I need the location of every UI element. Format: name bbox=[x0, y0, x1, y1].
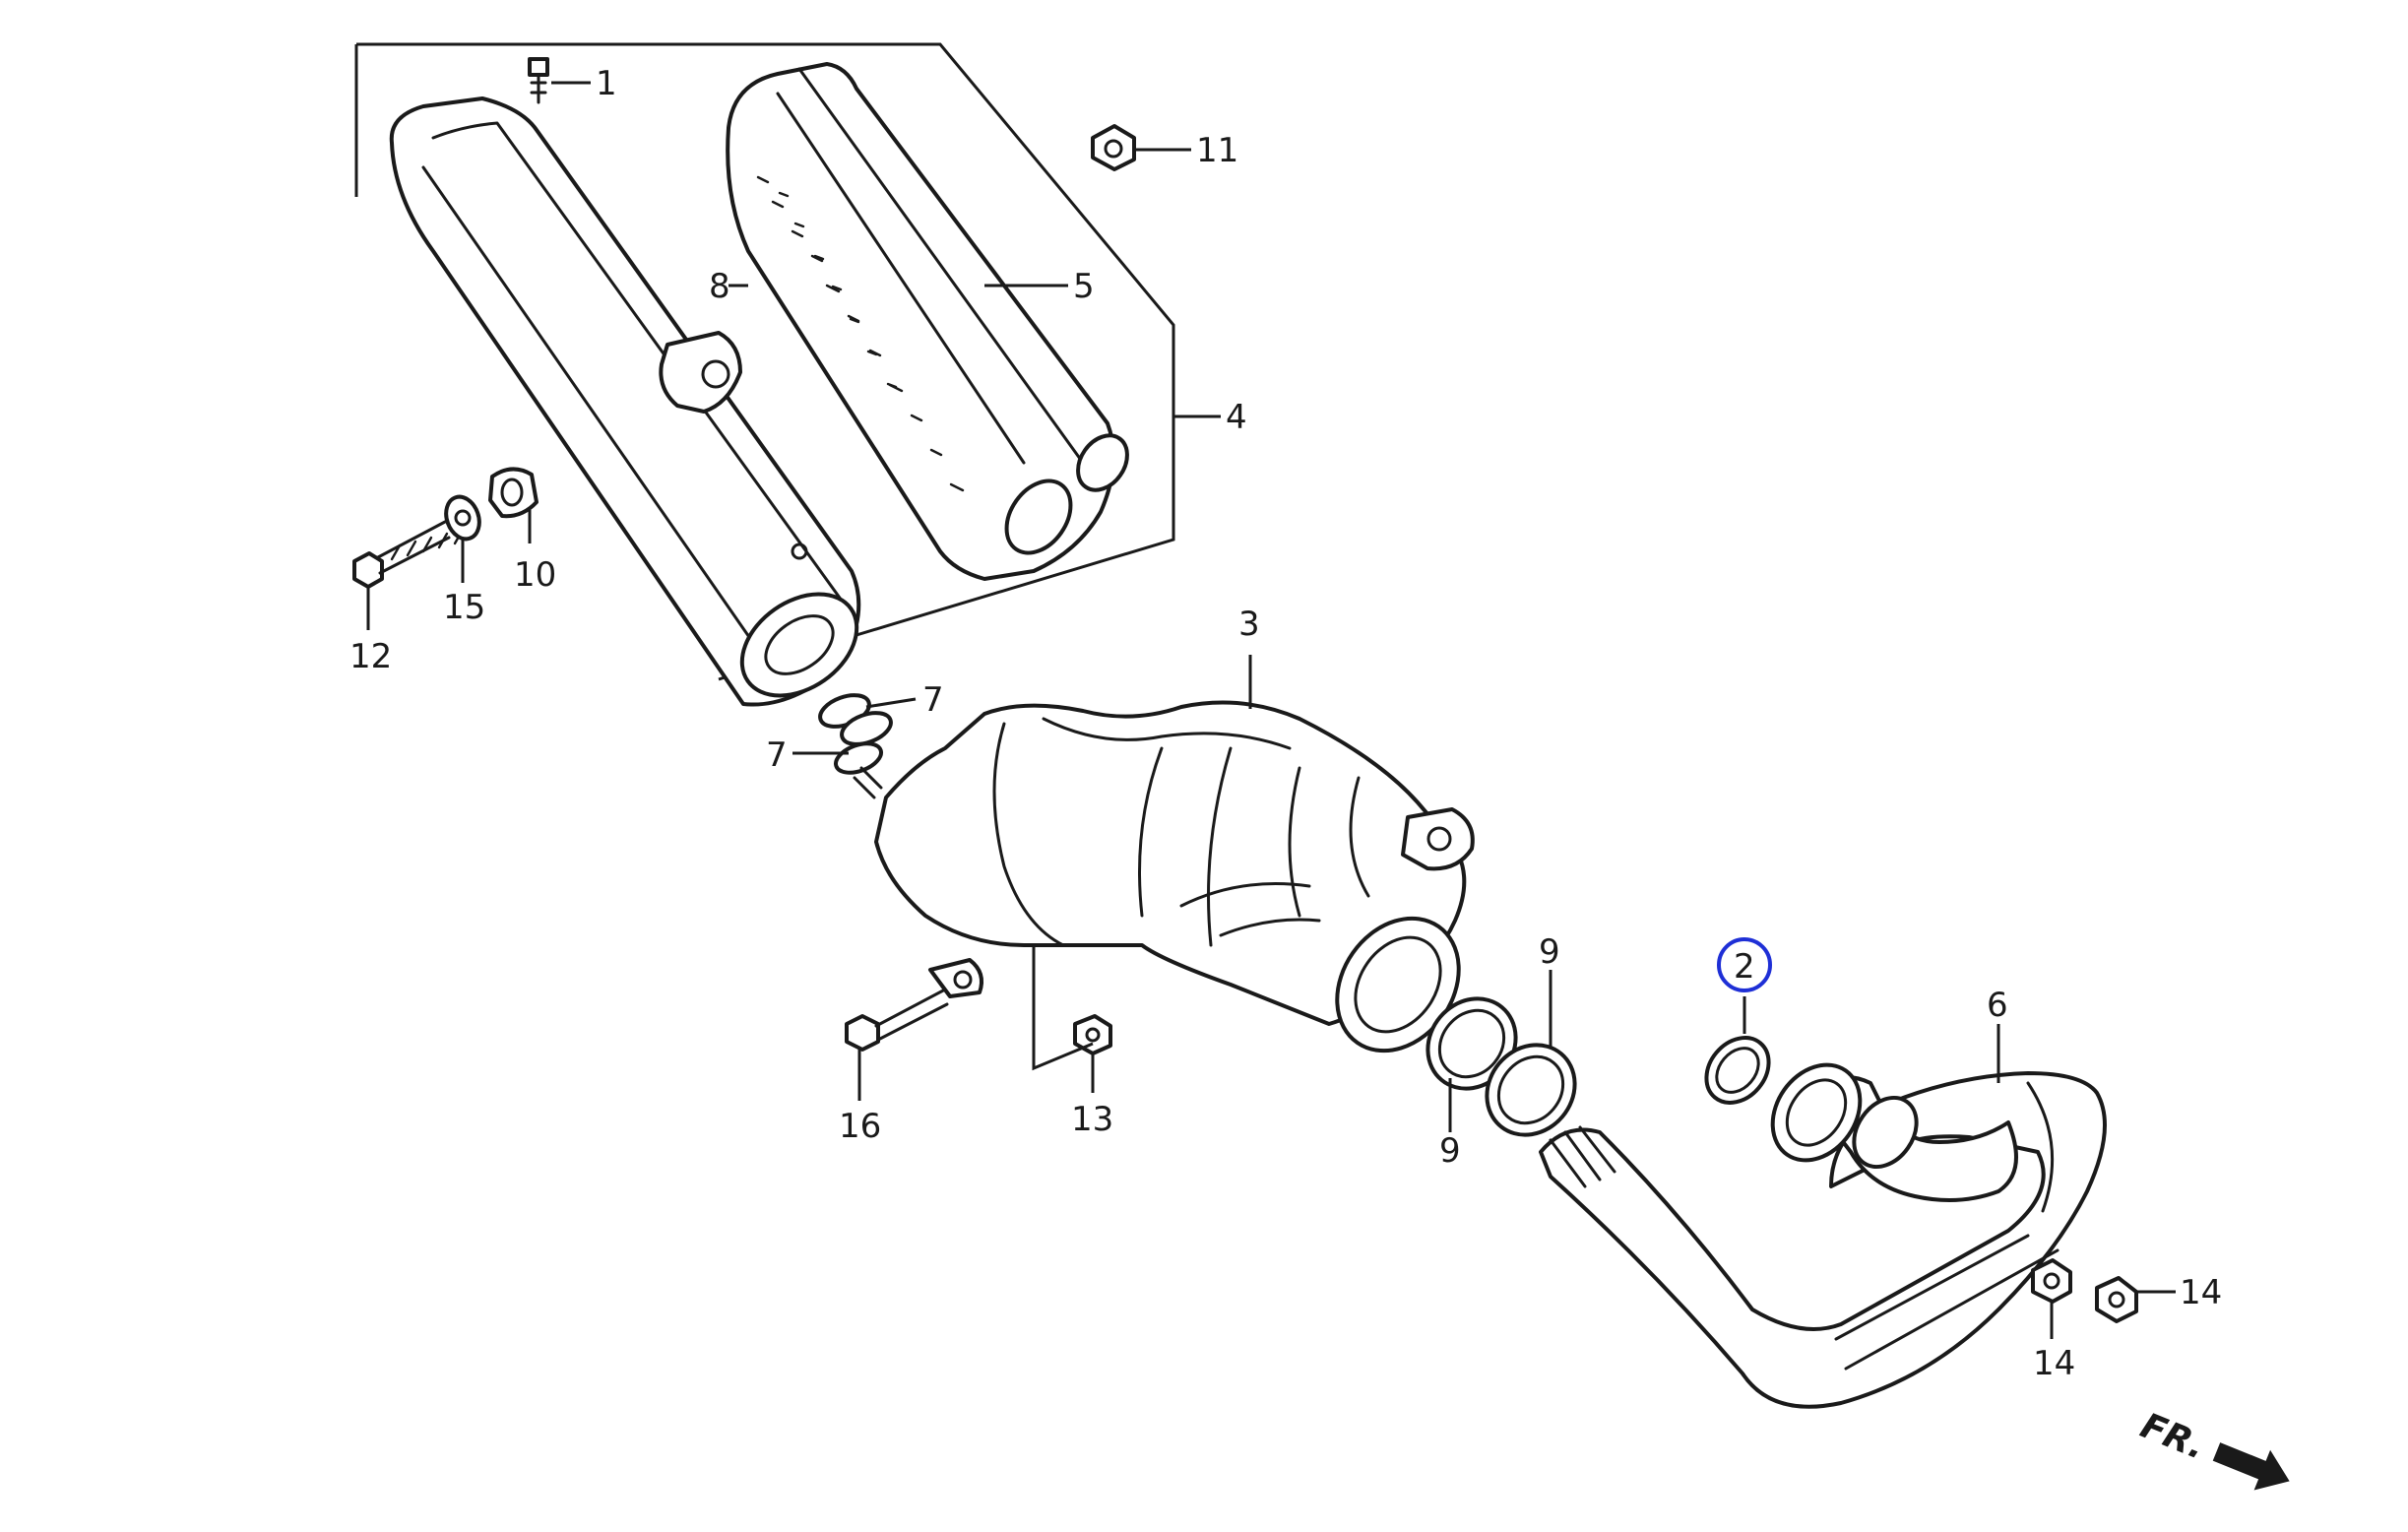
callout-7-upper: 7 bbox=[922, 680, 944, 720]
nuts-item-14 bbox=[2031, 1258, 2138, 1323]
callout-7-lower: 7 bbox=[766, 735, 788, 775]
mount-bolt-set bbox=[352, 467, 539, 589]
exhaust-chamber bbox=[874, 700, 1475, 1053]
nut-item-13 bbox=[1073, 1014, 1112, 1055]
callout-12: 12 bbox=[349, 637, 392, 676]
callout-9-upper: 9 bbox=[1539, 932, 1560, 972]
callout-14-lower: 14 bbox=[2033, 1344, 2075, 1383]
nut-item-11 bbox=[1091, 124, 1136, 171]
callout-2: 2 bbox=[1734, 947, 1755, 987]
leader-lines bbox=[366, 81, 2176, 1339]
bolt-item-16 bbox=[845, 988, 949, 1052]
gaskets-item-7 bbox=[818, 693, 893, 799]
muffler-heat-shield bbox=[726, 62, 1129, 581]
callout-8: 8 bbox=[709, 267, 730, 306]
callout-11: 11 bbox=[1196, 131, 1238, 170]
callout-2-highlight-ring bbox=[1717, 937, 1772, 992]
callout-6: 6 bbox=[1987, 986, 2008, 1025]
gaskets-item-9 bbox=[1426, 996, 1577, 1137]
callout-labels: 1 11 8 5 4 15 10 12 3 7 7 9 9 6 14 14 16… bbox=[349, 64, 2222, 1383]
callout-10: 10 bbox=[514, 555, 556, 595]
exhaust-pipe bbox=[1539, 1062, 2107, 1409]
front-arrow-icon bbox=[2212, 1442, 2290, 1491]
callout-4: 4 bbox=[1226, 398, 1247, 437]
callout-14-right: 14 bbox=[2180, 1273, 2222, 1312]
callout-15: 15 bbox=[443, 588, 485, 627]
callout-1: 1 bbox=[596, 64, 617, 103]
front-direction-indicator: FR. bbox=[2135, 1406, 2290, 1491]
muffler bbox=[389, 96, 861, 707]
bolt-item-1 bbox=[528, 57, 549, 104]
callout-16: 16 bbox=[839, 1107, 881, 1146]
callout-13: 13 bbox=[1071, 1100, 1113, 1139]
callout-5: 5 bbox=[1073, 267, 1095, 306]
callout-9-lower: 9 bbox=[1439, 1131, 1461, 1171]
gasket-item-2 bbox=[1704, 1036, 1771, 1105]
callout-3: 3 bbox=[1238, 605, 1260, 644]
front-direction-label: FR. bbox=[2135, 1406, 2211, 1468]
